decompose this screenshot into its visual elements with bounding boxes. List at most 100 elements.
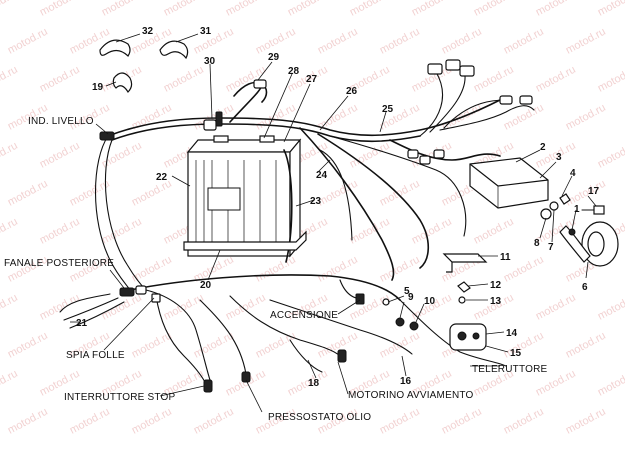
watermark-text: motod.ru xyxy=(348,140,392,171)
watermark-text: motod.ru xyxy=(502,102,546,133)
watermark-text: motod.ru xyxy=(0,140,20,171)
watermark-text: motod.ru xyxy=(596,64,625,95)
watermark-text: motod.ru xyxy=(440,26,484,57)
watermark-text: motod.ru xyxy=(254,330,298,361)
watermark-text: motod.ru xyxy=(564,406,608,437)
screw-4 xyxy=(559,193,571,205)
connector-29 xyxy=(253,79,267,89)
watermark-text: motod.ru xyxy=(100,216,144,247)
clamp-19 xyxy=(112,72,133,93)
watermark-text: motod.ru xyxy=(596,292,625,323)
watermark-text: motod.ru xyxy=(38,216,82,247)
part-number-1: 1 xyxy=(574,204,580,215)
starter-motor-connector xyxy=(337,349,347,363)
part-number-23: 23 xyxy=(310,196,322,207)
watermark-text: motod.ru xyxy=(534,0,578,19)
tail-light-21 xyxy=(59,285,147,329)
battery xyxy=(183,135,307,263)
label-pressostato-olio: PRESSOSTATO OLIO xyxy=(268,412,371,423)
part-number-24: 24 xyxy=(316,170,328,181)
part-number-7: 7 xyxy=(548,242,554,253)
part-number-29: 29 xyxy=(268,52,280,63)
neutral-light-connector xyxy=(151,293,161,303)
label-motorino-avviamento: MOTORINO AVVIAMENTO xyxy=(348,390,474,401)
part-number-21: 21 xyxy=(76,318,88,329)
part-number-18: 18 xyxy=(308,378,320,389)
battery-tray xyxy=(183,230,307,251)
nut-10 xyxy=(409,321,419,331)
part-number-12: 12 xyxy=(490,280,502,291)
watermark-text: motod.ru xyxy=(534,64,578,95)
watermark-text: motod.ru xyxy=(130,406,174,437)
callout-labels: IND. LIVELLO FANALE POSTERIORE SPIA FOLL… xyxy=(4,116,547,423)
watermark-text: motod.ru xyxy=(6,406,50,437)
part-number-2: 2 xyxy=(540,142,546,153)
ignition-connector xyxy=(355,293,365,305)
relay-connectors xyxy=(427,59,533,105)
part-number-20: 20 xyxy=(200,280,212,291)
part-number-26: 26 xyxy=(346,86,358,97)
watermark-text: motod.ru xyxy=(564,178,608,209)
connector-ind-livello xyxy=(99,131,115,141)
watermark-text: motod.ru xyxy=(286,0,330,19)
watermark-text: motod.ru xyxy=(502,406,546,437)
watermark-text: motod.ru xyxy=(472,0,516,19)
watermark-text: motod.ru xyxy=(38,0,82,19)
watermark-text: motod.ru xyxy=(534,292,578,323)
watermark-text: motod.ru xyxy=(38,140,82,171)
watermark-text: motod.ru xyxy=(224,64,268,95)
watermark-text: motod.ru xyxy=(162,292,206,323)
watermark-text: motod.ru xyxy=(0,0,20,19)
watermark-text: motod.ru xyxy=(410,0,454,19)
part-number-22: 22 xyxy=(156,172,168,183)
part-number-4: 4 xyxy=(570,168,576,179)
screw-12 xyxy=(457,281,471,293)
label-accensione: ACCENSIONE xyxy=(270,310,338,321)
watermark-text: motod.ru xyxy=(192,406,236,437)
watermark-text: motod.ru xyxy=(6,330,50,361)
watermark-text: motod.ru xyxy=(378,254,422,285)
part-number-13: 13 xyxy=(490,296,502,307)
clamp-31 xyxy=(159,40,189,60)
part-number-labels: 32 31 19 30 29 28 27 26 25 24 23 22 21 2… xyxy=(76,26,600,389)
watermark-text: motod.ru xyxy=(254,254,298,285)
watermark-text: motod.ru xyxy=(440,406,484,437)
stop-switch-connector xyxy=(203,379,213,393)
watermark-text: motod.ru xyxy=(0,216,20,247)
battery-strap xyxy=(283,149,293,263)
watermark-text: motod.ru xyxy=(502,26,546,57)
part-number-11: 11 xyxy=(500,252,511,263)
watermark-text: motod.ru xyxy=(130,254,174,285)
watermark-text: motod.ru xyxy=(348,0,392,19)
clamp-32 xyxy=(99,39,131,57)
part-number-5: 5 xyxy=(404,286,410,297)
horn-6 xyxy=(559,221,619,267)
watermark-text: motod.ru xyxy=(130,178,174,209)
part-number-32: 32 xyxy=(142,26,154,37)
label-fanale-posteriore: FANALE POSTERIORE xyxy=(4,258,114,269)
watermark-text: motod.ru xyxy=(410,216,454,247)
watermark-text: motod.ru xyxy=(472,216,516,247)
watermark-text: motod.ru xyxy=(596,140,625,171)
label-interruttore-stop: INTERRUTTORE STOP xyxy=(64,392,176,403)
part-number-9: 9 xyxy=(408,292,414,303)
watermark-text: motod.ru xyxy=(564,102,608,133)
part-number-14: 14 xyxy=(506,328,518,339)
watermark-text: motod.ru xyxy=(378,406,422,437)
watermark-text: motod.ru xyxy=(378,26,422,57)
watermark-text: motod.ru xyxy=(0,292,20,323)
watermark-text: motod.ru xyxy=(564,26,608,57)
watermark-text: motod.ru xyxy=(0,368,20,399)
watermark-text: motod.ru xyxy=(162,64,206,95)
watermark-text: motod.ru xyxy=(596,0,625,19)
watermark-text: motod.ru xyxy=(6,178,50,209)
part-number-8: 8 xyxy=(534,238,540,249)
oil-pressure-connector xyxy=(241,371,251,383)
part-number-6: 6 xyxy=(582,282,588,293)
watermark-text: motod.ru xyxy=(316,26,360,57)
watermark-text: motod.ru xyxy=(162,0,206,19)
watermark-text: motod.ru xyxy=(6,26,50,57)
part-number-3: 3 xyxy=(556,152,562,163)
voltage-regulator-2 xyxy=(469,157,549,209)
